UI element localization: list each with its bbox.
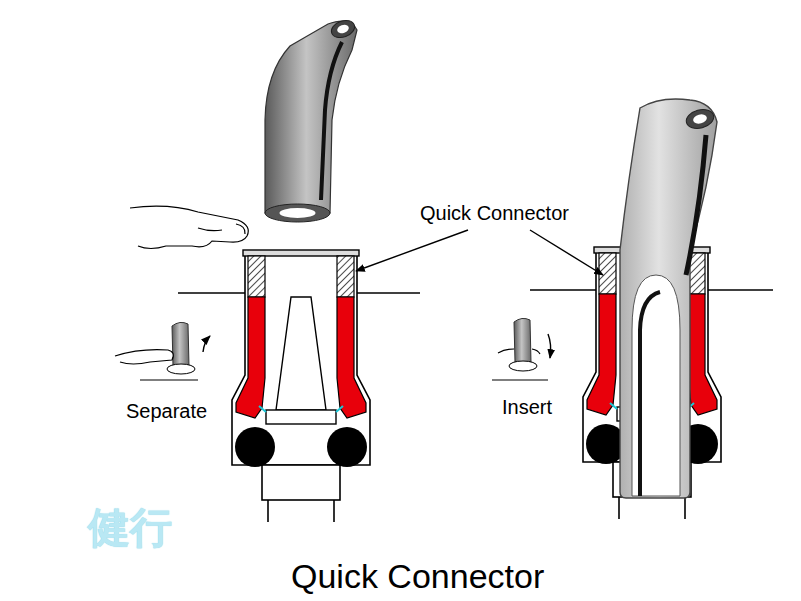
hand-outline (115, 350, 173, 364)
tube-end (329, 17, 357, 40)
action-label: Separate (126, 400, 207, 423)
leader-line (530, 230, 603, 275)
action-label: Insert (502, 396, 552, 419)
mini-tube (514, 318, 531, 362)
tube-end (265, 204, 330, 222)
ground-line (708, 289, 773, 291)
ground-line (140, 379, 198, 380)
ground-line (492, 379, 548, 380)
motion-arrow (203, 336, 210, 352)
watermark: 健行 (88, 504, 172, 552)
tube-body (620, 99, 717, 498)
tube-stripe (686, 135, 706, 275)
hand-insert (492, 318, 551, 380)
quick-connector-right (583, 247, 721, 519)
hand-pointing (130, 206, 248, 248)
tube-stripe (321, 42, 342, 200)
quick-connector-left (232, 250, 370, 522)
leader-line (356, 230, 468, 271)
mini-tube (172, 322, 189, 366)
hand-separate (115, 322, 210, 380)
mini-connector (167, 364, 195, 374)
tube-end (684, 107, 716, 132)
ground-line (178, 292, 245, 294)
motion-arrow (548, 334, 551, 358)
hand-outline (498, 349, 540, 354)
tube-bore (632, 275, 680, 496)
tube-stripe (640, 292, 660, 496)
tube-hole (280, 208, 316, 218)
ground-line (530, 289, 596, 291)
tube-separated (265, 17, 357, 222)
tube-hole (336, 23, 350, 35)
tube-hole (692, 113, 708, 125)
hand-crease (198, 228, 222, 231)
tube-body (265, 21, 357, 213)
callout-label: Quick Connector (420, 202, 569, 225)
caption: Quick Connector (291, 557, 544, 596)
tube-inserted (620, 99, 717, 498)
mini-connector (509, 361, 537, 371)
fingernail (236, 224, 245, 234)
hand-outline (130, 206, 248, 248)
ground-line (357, 292, 420, 294)
